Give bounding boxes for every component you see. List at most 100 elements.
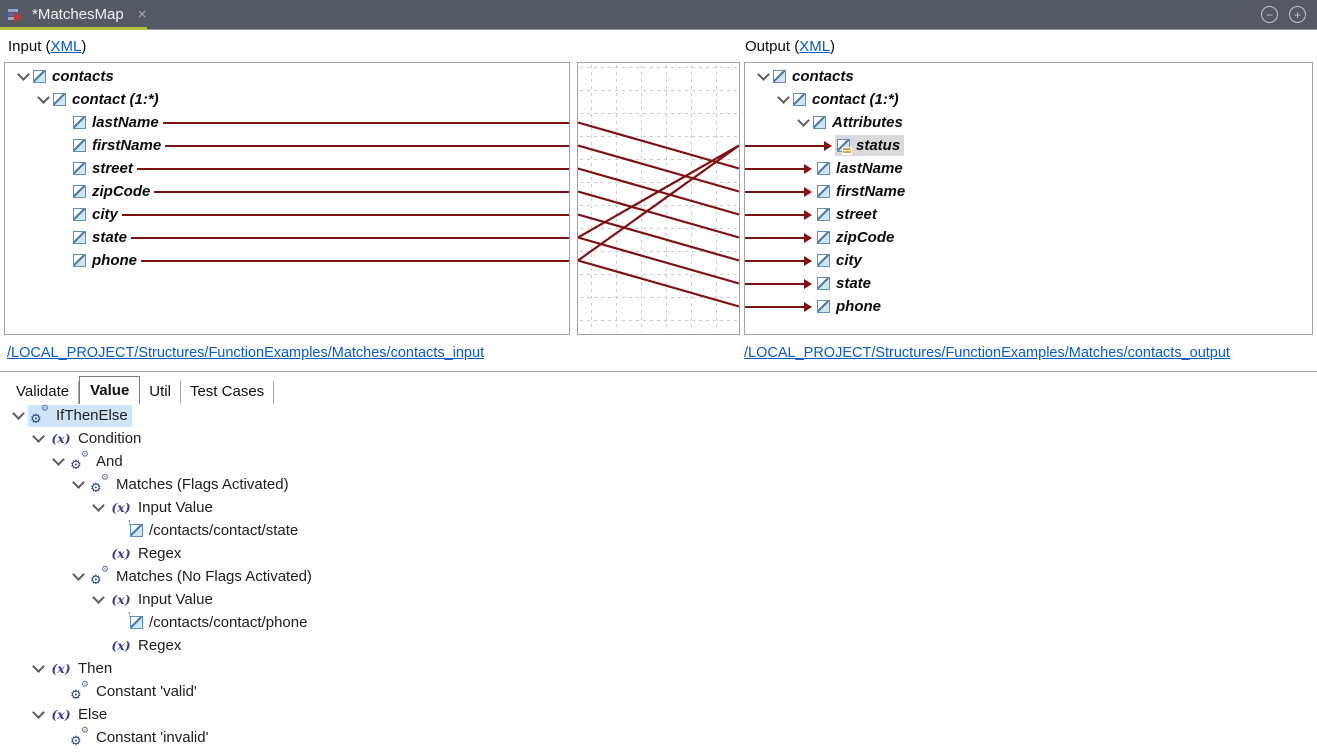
input-resource-link[interactable]: /LOCAL_PROJECT/Structures/FunctionExampl… [7, 345, 485, 361]
chevron-down-icon[interactable] [753, 65, 773, 88]
item-label: Condition [78, 430, 142, 447]
mapping-line [165, 144, 569, 147]
item-label: phone [92, 252, 137, 269]
input-item-street[interactable]: street [5, 157, 569, 180]
connection-line-firstname-to-firstname[interactable] [578, 144, 739, 193]
output-item-attributes[interactable]: Attributes [745, 111, 1312, 134]
item-label: state [92, 229, 128, 246]
input-item-contacts[interactable]: contacts [5, 65, 569, 88]
node-wrap: (x)Regex [108, 635, 185, 656]
chevron-down-icon[interactable] [68, 565, 88, 588]
function-item-input-value[interactable]: (x)Input Value [0, 496, 1317, 519]
chevron-down-icon[interactable] [88, 496, 108, 519]
output-item-phone[interactable]: phone [745, 295, 1312, 318]
function-item-ifthenelse[interactable]: ⚙⚙IfThenElse [0, 404, 1317, 427]
function-item-contacts-contact-phone[interactable]: /contacts/contact/phone [0, 609, 1317, 634]
node-wrap: (x)Input Value [108, 589, 217, 610]
connection-line-state-to-status[interactable] [578, 144, 739, 239]
input-item-lastname[interactable]: lastName [5, 111, 569, 134]
function-item-condition[interactable]: (x)Condition [0, 427, 1317, 450]
output-item-contact-1[interactable]: contact (1:*) [745, 88, 1312, 111]
xml-element-icon [813, 116, 826, 129]
chevron-down-icon[interactable] [13, 65, 33, 88]
chevron-spacer [53, 180, 73, 203]
output-item-street[interactable]: street [745, 203, 1312, 226]
output-item-contacts[interactable]: contacts [745, 65, 1312, 88]
output-xml-link[interactable]: XML [799, 38, 831, 55]
input-item-state[interactable]: state [5, 226, 569, 249]
fx-icon: (x) [111, 546, 131, 561]
output-item-status[interactable]: status [745, 134, 1312, 157]
chevron-spacer [88, 542, 108, 565]
chevron-down-icon[interactable] [33, 88, 53, 111]
input-item-phone[interactable]: phone [5, 249, 569, 272]
function-item-input-value[interactable]: (x)Input Value [0, 588, 1317, 611]
function-item-constant-invalid[interactable]: ⚙⚙Constant 'invalid' [0, 726, 1317, 749]
node-wrap: (x)Regex [108, 543, 185, 564]
function-item-constant-valid[interactable]: ⚙⚙Constant 'valid' [0, 680, 1317, 703]
connection-line-city-to-city[interactable] [578, 213, 739, 262]
chevron-down-icon[interactable] [68, 473, 88, 496]
chevron-spacer [53, 249, 73, 272]
output-item-firstname[interactable]: firstName [745, 180, 1312, 203]
close-icon[interactable]: × [137, 6, 147, 23]
function-item-else[interactable]: (x)Else [0, 703, 1317, 726]
output-item-lastname[interactable]: lastName [745, 157, 1312, 180]
input-item-contact-1[interactable]: contact (1:*) [5, 88, 569, 111]
xml-element-icon [73, 231, 86, 244]
item-label: firstName [92, 137, 162, 154]
item-label: lastName [92, 114, 159, 131]
zoom-in-icon[interactable]: + [1289, 6, 1306, 23]
xml-element-icon [73, 254, 86, 267]
gears-icon: ⚙⚙ [70, 679, 89, 703]
item-label: zipCode [92, 183, 151, 200]
input-caption: Input (XML) [8, 38, 86, 55]
tab-validate[interactable]: Validate [7, 381, 80, 404]
gears-icon: ⚙⚙ [30, 403, 49, 427]
xml-element-icon [53, 93, 66, 106]
function-item-and[interactable]: ⚙⚙And [0, 450, 1317, 473]
chevron-down-icon[interactable] [793, 111, 813, 134]
output-resource-link[interactable]: /LOCAL_PROJECT/Structures/FunctionExampl… [744, 345, 1230, 361]
chevron-down-icon[interactable] [28, 657, 48, 680]
input-xml-link[interactable]: XML [50, 38, 82, 55]
chevron-down-icon[interactable] [28, 703, 48, 726]
zoom-out-icon[interactable]: − [1261, 6, 1278, 23]
connection-line-zipcode-to-zipcode[interactable] [578, 190, 739, 239]
connection-line-phone-to-status[interactable] [578, 144, 739, 262]
tab-title[interactable]: *MatchesMap [32, 6, 124, 23]
tab-util[interactable]: Util [140, 381, 181, 404]
node-wrap: ⚙⚙Constant 'valid' [68, 679, 201, 703]
mapping-arrowhead-icon [804, 301, 812, 312]
function-item-regex[interactable]: (x)Regex [0, 634, 1317, 657]
node-wrap: street [815, 204, 881, 225]
node-wrap: /contacts/contact/state [127, 517, 302, 541]
input-item-firstname[interactable]: firstName [5, 134, 569, 157]
input-item-city[interactable]: city [5, 203, 569, 226]
chevron-down-icon[interactable] [28, 427, 48, 450]
input-item-zipcode[interactable]: zipCode [5, 180, 569, 203]
xml-input-node-icon [127, 609, 143, 629]
chevron-down-icon[interactable] [48, 450, 68, 473]
function-item-contacts-contact-state[interactable]: /contacts/contact/state [0, 517, 1317, 542]
chevron-down-icon[interactable] [88, 588, 108, 611]
output-item-city[interactable]: city [745, 249, 1312, 272]
function-item-then[interactable]: (x)Then [0, 657, 1317, 680]
node-wrap: ⚙⚙And [68, 450, 127, 473]
connection-line-phone-to-phone[interactable] [578, 259, 739, 308]
tab-test-cases[interactable]: Test Cases [181, 381, 275, 404]
function-item-matches-flags-activated[interactable]: ⚙⚙Matches (Flags Activated) [0, 473, 1317, 496]
output-item-state[interactable]: state [745, 272, 1312, 295]
node-wrap: (x)Input Value [108, 497, 217, 518]
output-item-zipcode[interactable]: zipCode [745, 226, 1312, 249]
input-caption-text: Input ( [8, 38, 51, 55]
function-item-regex[interactable]: (x)Regex [0, 542, 1317, 565]
connection-line-state-to-state[interactable] [578, 236, 739, 285]
chevron-down-icon[interactable] [8, 404, 28, 427]
item-label: street [836, 206, 877, 223]
function-item-matches-no-flags-activated[interactable]: ⚙⚙Matches (No Flags Activated) [0, 565, 1317, 588]
gears-icon: ⚙⚙ [90, 472, 109, 496]
chevron-down-icon[interactable] [773, 88, 793, 111]
tab-value[interactable]: Value [79, 376, 141, 404]
